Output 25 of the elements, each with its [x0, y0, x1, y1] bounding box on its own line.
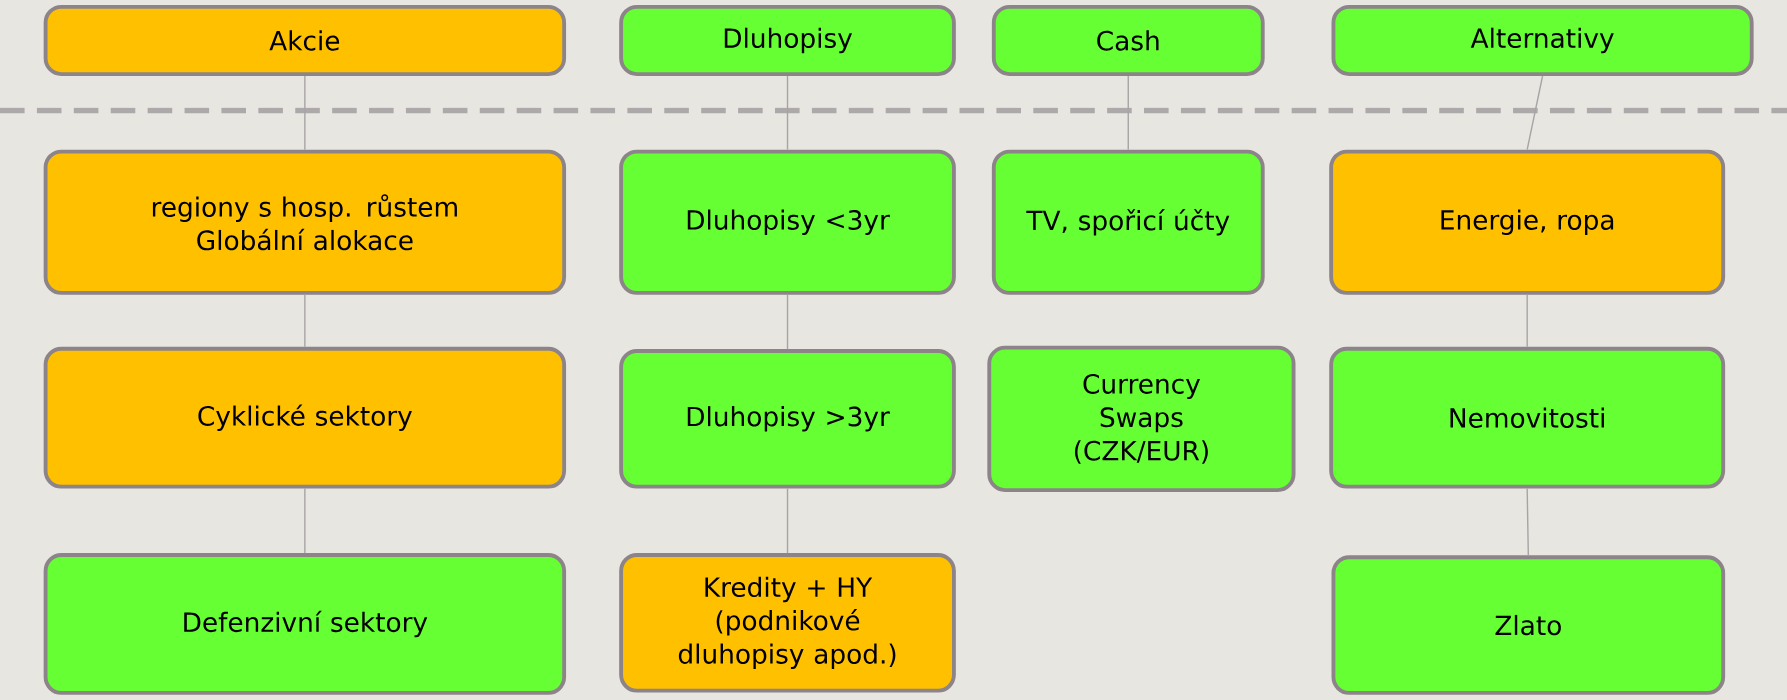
category-box: Akcie [43, 4, 567, 76]
asset-box: Nemovitosti [1329, 346, 1726, 489]
category-box: Dluhopisy [619, 4, 956, 76]
connector-line [1127, 75, 1129, 151]
connector-line [1526, 294, 1528, 348]
connector-line [786, 487, 789, 554]
asset-box: Dluhopisy >3yr [619, 349, 956, 489]
asset-box: Energie, ropa [1329, 149, 1726, 295]
asset-box: regiony s hosp. růstem Globální alokace [43, 149, 567, 295]
asset-box: Dluhopisy <3yr [619, 149, 956, 295]
category-box: Alternativy [1331, 4, 1754, 76]
connector-line [304, 75, 306, 151]
asset-box: TV, spořicí účty [991, 149, 1265, 295]
connector-line [786, 75, 789, 151]
connector-line [1526, 75, 1544, 151]
asset-box: Zlato [1331, 555, 1726, 695]
asset-box: Cyklické sektory [43, 346, 567, 489]
asset-box: Currency Swaps (CZK/EUR) [987, 345, 1296, 492]
connector-line [1526, 487, 1530, 557]
connector-line [786, 294, 789, 350]
asset-box: Defenzivní sektory [43, 553, 567, 695]
connector-line [304, 487, 306, 554]
asset-box: Kredity + HY (podnikové dluhopisy apod.) [619, 553, 956, 693]
connector-line [304, 294, 306, 348]
category-box: Cash [991, 4, 1265, 76]
